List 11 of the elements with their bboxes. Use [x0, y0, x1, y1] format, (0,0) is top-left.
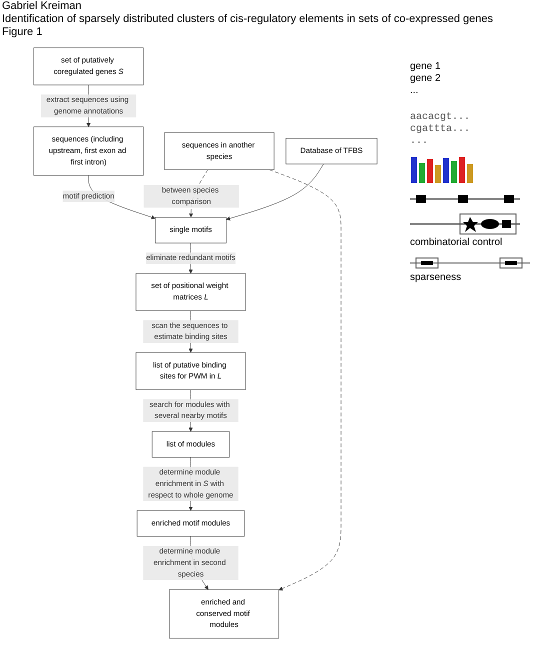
title: Identification of sparsely distributed clusters of cis-regulatory elements in sets of co-expressed genes — [2, 13, 494, 26]
drawing-caption: combinatorial control — [410, 237, 504, 248]
ellipsis: ... — [410, 136, 430, 147]
author-name: Gabriel Kreiman — [2, 0, 82, 13]
gene-list-item: gene 2 — [410, 73, 442, 84]
sequence-text: aacacgt... — [410, 112, 472, 123]
gene-list-item: gene 1 — [410, 61, 442, 72]
drawing-caption: sparseness — [410, 272, 462, 283]
sequence-text: cgattta... — [410, 124, 472, 135]
figure-number: Figure 1 — [2, 26, 44, 39]
ellipsis: ... — [410, 85, 420, 96]
